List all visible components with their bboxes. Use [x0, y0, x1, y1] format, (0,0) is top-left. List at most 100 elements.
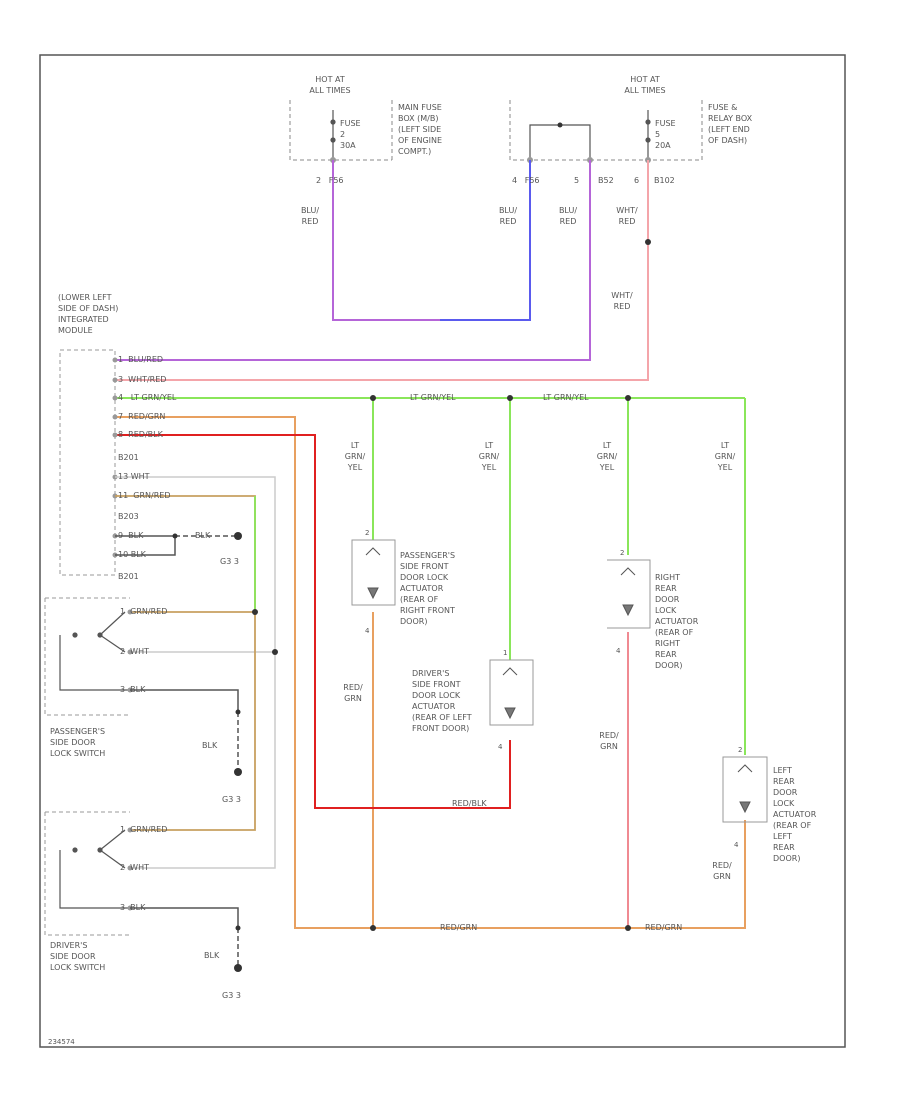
module-pin-9: 9 BLK	[118, 531, 144, 540]
pf-pin-bot: 4	[365, 627, 370, 635]
module-pin-3: 3 WHT/RED	[118, 375, 167, 384]
label-pass-front-actuator: PASSENGER'S SIDE FRONT DOOR LOCK ACTUATO…	[400, 551, 456, 626]
passenger-switch-contacts	[59, 611, 130, 691]
pass-switch-ground: G3 3	[222, 795, 241, 804]
jumper-splice	[557, 122, 563, 128]
module-pin-13: 13 WHT	[118, 472, 150, 481]
pass-switch-pin-1: 1 GRN/RED	[120, 607, 168, 616]
module-pin-11: 11 GRN/RED	[118, 491, 171, 500]
wire-blu-red-to-module	[115, 160, 591, 361]
bus-label-1: LT GRN/YEL	[410, 393, 456, 402]
left-fuse-hot-label: HOT AT ALL TIMES	[309, 75, 351, 95]
driver-switch-blk: BLK	[204, 951, 220, 960]
module-pin-4: 4 LT GRN/YEL	[118, 393, 177, 402]
right-wire-wht-red-2: WHT/ RED	[611, 291, 633, 311]
wire-wht-red-to-module	[115, 160, 649, 381]
fuse-box-jumper	[529, 124, 591, 160]
passenger-switch-box	[44, 597, 130, 716]
wire-label-red-grn-2: RED/ GRN	[599, 731, 619, 751]
wire-label-red-grn-1: RED/ GRN	[343, 683, 363, 703]
module-ground-dot	[234, 532, 242, 540]
wire-blk-pass-switch	[130, 689, 239, 712]
wire-label-red-grn-h1: RED/GRN	[440, 923, 478, 932]
left-fuse-box	[289, 100, 393, 161]
fuse-symbol-left	[330, 110, 336, 160]
label-right-rear-actuator: RIGHT REAR DOOR LOCK ACTUATOR (REAR OF R…	[655, 573, 699, 670]
wire-red-blk	[115, 434, 511, 809]
rr-pin-top: 2	[620, 549, 625, 557]
right-wire-blu-red-1: BLU/ RED	[498, 206, 518, 226]
integrated-module	[59, 349, 116, 576]
driver-switch-label: DRIVER'S SIDE DOOR LOCK SWITCH	[50, 941, 106, 972]
module-pin-10: 10 BLK	[118, 550, 146, 559]
drop-label-driver-front: LT GRN/ YEL	[478, 441, 500, 472]
wire-blk-module	[115, 535, 176, 556]
diagram-id: 234574	[48, 1038, 75, 1046]
right-terminal-6: 6	[634, 176, 640, 185]
driver-switch-box	[44, 811, 130, 936]
pass-switch-pin-3: 3 BLK	[120, 685, 146, 694]
actuator-left-rear	[722, 756, 768, 823]
label-left-rear-actuator: LEFT REAR DOOR LOCK ACTUATOR (REAR OF LE…	[773, 766, 817, 863]
splice-wht	[272, 649, 278, 655]
actuator-passenger-front	[351, 539, 396, 606]
left-fuse-terminal: 2 F56	[316, 176, 344, 185]
drop-label-right-rear: LT GRN/ YEL	[596, 441, 618, 472]
wire-blu-red-loop	[332, 160, 531, 321]
splice-grn-red	[252, 609, 258, 615]
wire-label-red-grn-h2: RED/GRN	[645, 923, 683, 932]
fuse-symbol-right	[645, 110, 651, 160]
left-fuse-location: MAIN FUSE BOX (M/B) (LEFT SIDE OF ENGINE…	[398, 103, 443, 156]
driver-switch-pin-3: 3 BLK	[120, 903, 146, 912]
wire-label-red-grn-3: RED/ GRN	[712, 861, 732, 881]
right-wire-wht-red: WHT/ RED	[616, 206, 638, 226]
pf-pin-top: 2	[365, 529, 370, 537]
splice-wht-red	[645, 239, 651, 245]
module-pin-8: 8 RED/BLK	[118, 430, 163, 439]
module-pin-1: 1 BLU/RED	[118, 355, 164, 364]
wire-wht-module	[115, 476, 276, 869]
right-fuse-location: FUSE & RELAY BOX (LEFT END OF DASH)	[708, 103, 753, 145]
left-fuse-wire-color: BLU/ RED	[300, 206, 320, 226]
driver-switch-ground: G3 3	[222, 991, 241, 1000]
drop-label-pass-front: LT GRN/ YEL	[344, 441, 366, 472]
pass-switch-pin-2: 2 WHT	[120, 647, 149, 656]
actuator-driver-front	[489, 659, 534, 726]
pass-switch-blk: BLK	[202, 741, 218, 750]
right-terminal-b102: B102	[654, 176, 675, 185]
right-terminal-5: 5	[574, 176, 580, 185]
right-wire-blu-red-2: BLU/ RED	[558, 206, 578, 226]
df-pin-top: 1	[503, 649, 508, 657]
right-fuse-rating: FUSE 5 20A	[655, 119, 676, 150]
module-pin-7: 7 RED/GRN	[118, 412, 166, 421]
right-terminal-b52: B52	[598, 176, 614, 185]
module-blk-label: BLK	[195, 531, 211, 540]
wire-blk-driver-switch	[130, 907, 239, 928]
module-label: (LOWER LEFT SIDE OF DASH) INTEGRATED MOD…	[58, 293, 119, 335]
right-fuse-hot-label: HOT AT ALL TIMES	[624, 75, 666, 95]
rr-pin-bot: 4	[616, 647, 621, 655]
lt-grn-yel-drops	[372, 398, 746, 755]
right-fuse-box	[509, 100, 703, 161]
splice-pass-blk	[235, 709, 241, 715]
left-fuse-rating: FUSE 2 30A	[340, 119, 361, 150]
wire-label-red-blk: RED/BLK	[452, 799, 487, 808]
module-conn-b201: B201	[118, 453, 139, 462]
wire-red-grn-main	[115, 416, 746, 929]
pass-ground-dot	[234, 768, 242, 776]
driver-ground-dot	[234, 964, 242, 972]
lr-pin-bot: 4	[734, 841, 739, 849]
lr-pin-top: 2	[738, 746, 743, 754]
driver-switch-contacts	[59, 829, 130, 909]
driver-switch-pin-2: 2 WHT	[120, 863, 149, 872]
actuator-right-rear	[607, 559, 651, 629]
module-conn-b203: B203	[118, 512, 139, 521]
driver-switch-pin-1: 1 GRN/RED	[120, 825, 168, 834]
module-conn-b201-2: B201	[118, 572, 139, 581]
wire-blu-red-loop-right	[440, 160, 531, 321]
red-grn-splices	[370, 925, 631, 931]
splice-blk-module	[172, 533, 178, 539]
driver-switch-pins	[127, 827, 133, 911]
pass-switch-label: PASSENGER'S SIDE DOOR LOCK SWITCH	[50, 727, 106, 758]
